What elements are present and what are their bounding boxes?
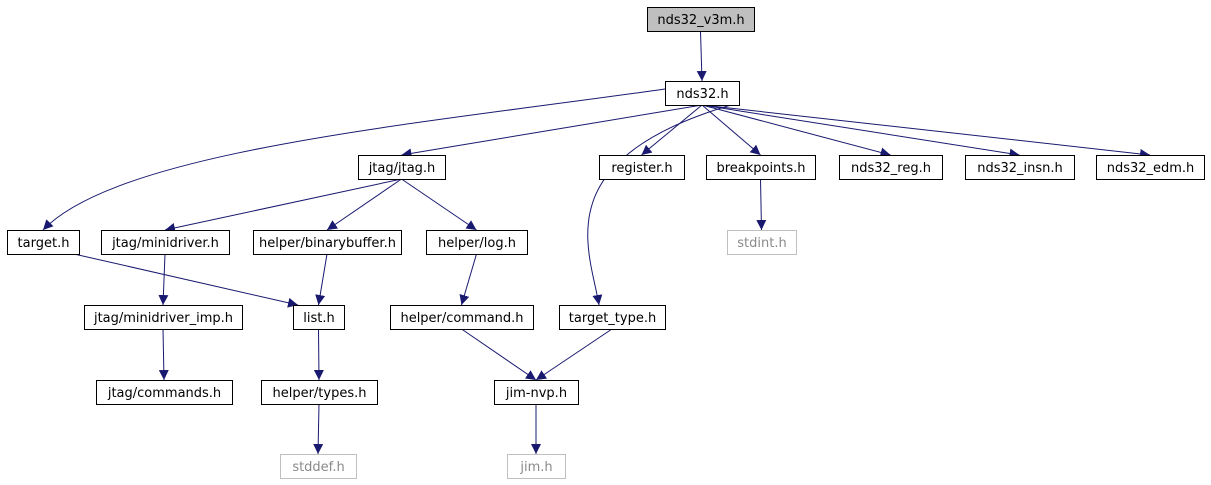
node-label: stddef.h <box>292 460 344 475</box>
node-register[interactable]: register.h <box>599 155 685 180</box>
node-commands[interactable]: jtag/commands.h <box>96 380 233 405</box>
node-jtag[interactable]: jtag/jtag.h <box>358 155 446 180</box>
node-label: jtag/minidriver.h <box>111 236 219 251</box>
edge-list-to-types <box>313 328 324 381</box>
edge-command-to-jim-nvp <box>461 328 537 381</box>
node-box <box>559 305 666 330</box>
node-box <box>253 230 402 255</box>
node-types[interactable]: helper/types.h <box>261 380 378 405</box>
node-label: breakpoints.h <box>716 161 805 176</box>
node-box <box>1096 155 1205 180</box>
node-target-type[interactable]: target_type.h <box>559 305 666 330</box>
node-target[interactable]: target.h <box>7 230 80 255</box>
node-label: jim.h <box>519 460 552 475</box>
node-box <box>101 230 230 255</box>
node-label: stdint.h <box>737 236 786 251</box>
node-nds32[interactable]: nds32.h <box>665 81 740 106</box>
node-box <box>839 155 943 180</box>
node-box <box>727 230 797 255</box>
edge-nds32-to-jtag <box>401 104 703 159</box>
node-label: nds32_v3m.h <box>657 13 744 28</box>
edge-binarybuffer-to-list <box>315 253 328 306</box>
node-list[interactable]: list.h <box>293 305 345 330</box>
node-box <box>706 155 816 180</box>
node-jim-nvp[interactable]: jim-nvp.h <box>494 380 579 405</box>
node-label: helper/binarybuffer.h <box>259 236 396 251</box>
edge-types-to-stddef <box>313 403 324 455</box>
edge-nds32-to-register <box>641 104 703 156</box>
node-label: nds32_edm.h <box>1107 161 1195 176</box>
node-box <box>390 305 534 330</box>
node-label: nds32_insn.h <box>977 161 1063 176</box>
node-box <box>358 155 446 180</box>
node-box <box>665 81 740 106</box>
node-stdint: stdint.h <box>727 230 797 255</box>
edge-breakpoints-to-stdint <box>756 178 767 231</box>
edges-layer <box>42 30 1151 455</box>
node-label: helper/types.h <box>272 386 366 401</box>
node-label: register.h <box>611 161 672 176</box>
edge-jtag-to-binarybuffer <box>326 178 402 231</box>
node-box <box>261 380 378 405</box>
node-label: helper/command.h <box>400 311 523 326</box>
node-label: target_type.h <box>569 311 656 326</box>
node-box <box>7 230 80 255</box>
node-box <box>647 7 755 32</box>
node-minidriver-imp[interactable]: jtag/minidriver_imp.h <box>84 305 243 330</box>
node-label: jtag/minidriver_imp.h <box>93 311 233 326</box>
node-box <box>965 155 1075 180</box>
node-nds32-edm[interactable]: nds32_edm.h <box>1096 155 1205 180</box>
node-jim: jim.h <box>507 454 566 479</box>
node-box <box>96 380 233 405</box>
node-binarybuffer[interactable]: helper/binarybuffer.h <box>253 230 402 255</box>
node-nds32-reg[interactable]: nds32_reg.h <box>839 155 943 180</box>
edge-minidriver-to-minidriver-imp <box>158 253 169 306</box>
edge-target-type-to-jim-nvp <box>535 328 613 381</box>
node-breakpoints[interactable]: breakpoints.h <box>706 155 816 180</box>
edge-target-to-list <box>73 253 299 308</box>
edge-nds32-v3m-to-nds32 <box>696 30 707 82</box>
node-label: target.h <box>18 236 70 251</box>
edge-jtag-to-log <box>401 178 477 231</box>
node-box <box>84 305 243 330</box>
edge-nds32-to-nds32-insn <box>701 104 1020 159</box>
edge-nds32-to-breakpoints <box>701 104 761 156</box>
node-label: nds32.h <box>676 87 728 102</box>
edge-nds32-to-target <box>42 88 666 231</box>
node-log[interactable]: helper/log.h <box>426 230 528 255</box>
node-label: jtag/jtag.h <box>368 161 436 176</box>
node-minidriver[interactable]: jtag/minidriver.h <box>101 230 230 255</box>
node-command[interactable]: helper/command.h <box>390 305 534 330</box>
node-label: jim-nvp.h <box>505 386 567 401</box>
edge-nds32-to-target-type <box>587 104 732 306</box>
node-nds32-insn[interactable]: nds32_insn.h <box>965 155 1075 180</box>
node-box <box>280 454 357 479</box>
node-box <box>494 380 579 405</box>
node-box <box>426 230 528 255</box>
edge-minidriver-imp-to-commands <box>158 328 169 381</box>
edge-log-to-command <box>459 253 477 306</box>
edge-nds32-to-nds32-reg <box>701 104 891 158</box>
node-box <box>293 305 345 330</box>
edge-nds32-to-nds32-edm <box>701 104 1151 159</box>
node-box <box>599 155 685 180</box>
node-label: jtag/commands.h <box>107 386 221 401</box>
node-label: nds32_reg.h <box>851 161 931 176</box>
node-nds32-v3m[interactable]: nds32_v3m.h <box>647 7 755 32</box>
node-label: list.h <box>303 311 334 326</box>
edge-jtag-to-minidriver <box>164 178 402 233</box>
node-label: helper/log.h <box>438 236 516 251</box>
node-box <box>507 454 566 479</box>
nodes-layer: nds32_v3m.h nds32.h jtag/jtag.h register.h b… <box>7 7 1205 479</box>
node-stddef: stddef.h <box>280 454 357 479</box>
